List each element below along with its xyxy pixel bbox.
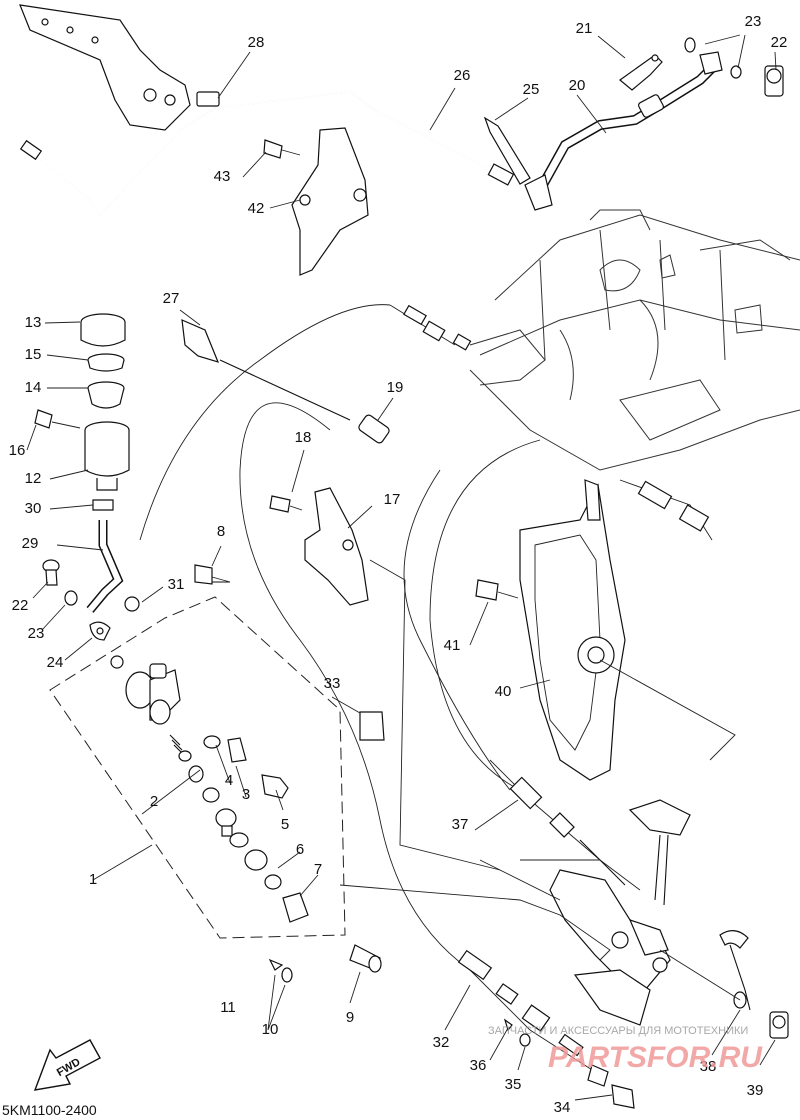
- label-7: 7: [314, 861, 322, 878]
- label-27: 27: [163, 290, 180, 307]
- label-3: 3: [242, 786, 250, 803]
- label-17: 17: [384, 491, 401, 508]
- label-22-second: 22: [12, 597, 29, 614]
- label-31: 31: [168, 576, 185, 593]
- left-fasteners: [42, 559, 140, 641]
- label-42: 42: [248, 200, 265, 217]
- label-19: 19: [387, 379, 404, 396]
- watermark-text: ЗАПЧАСТИ И АКСЕССУАРЫ ДЛЯ МОТОТЕХНИКИ: [488, 1025, 748, 1037]
- label-11: 11: [220, 999, 236, 1016]
- watermark-logo: PARTSFOR.RU: [548, 1041, 763, 1074]
- part-labels: 1 2 3 4 5 6 7 8 9 10 11 12 13 14 15 16 1…: [9, 13, 788, 1116]
- label-32: 32: [433, 1034, 450, 1051]
- label-20: 20: [569, 77, 586, 94]
- frame-illustration: [469, 209, 800, 471]
- label-12: 12: [25, 470, 42, 487]
- label-26: 26: [454, 67, 471, 84]
- label-16: 16: [9, 442, 26, 459]
- master-cylinder-assembly: [49, 564, 382, 983]
- label-37: 37: [452, 816, 469, 833]
- label-23: 23: [745, 13, 762, 30]
- leader-lines: [26, 34, 777, 1101]
- bracket-17: [269, 487, 501, 871]
- label-10: 10: [262, 1021, 279, 1038]
- label-22: 22: [771, 34, 788, 51]
- label-1: 1: [89, 871, 97, 888]
- label-2: 2: [150, 793, 158, 810]
- label-30: 30: [25, 500, 42, 517]
- label-4: 4: [225, 772, 233, 789]
- bracket-42: [263, 127, 369, 276]
- diagram-code: 5KM1100-2400: [2, 1102, 97, 1118]
- label-24: 24: [47, 654, 64, 671]
- label-40: 40: [495, 683, 512, 700]
- label-38: 38: [700, 1058, 717, 1075]
- label-29: 29: [22, 535, 39, 552]
- brake-pipe: [19, 91, 515, 217]
- watermark: ЗАПЧАСТИ И АКСЕССУАРЫ ДЛЯ МОТОТЕХНИКИ PA…: [488, 1025, 763, 1074]
- cables: [139, 304, 635, 1109]
- label-23-second: 23: [28, 625, 45, 642]
- brake-pedal-assembly: [339, 759, 789, 1039]
- label-18: 18: [295, 429, 312, 446]
- label-34: 34: [554, 1099, 571, 1116]
- fwd-arrow-icon: FWD: [33, 1039, 101, 1091]
- label-33: 33: [324, 675, 341, 692]
- reservoir-assembly: [34, 313, 130, 613]
- label-5: 5: [281, 816, 289, 833]
- label-43: 43: [214, 168, 231, 185]
- label-35: 35: [505, 1076, 522, 1093]
- top-left-frame-bracket: [19, 4, 220, 131]
- cover-40: [429, 439, 736, 791]
- label-6: 6: [296, 841, 304, 858]
- brake-hose: [483, 37, 784, 211]
- label-13: 13: [25, 314, 42, 331]
- label-14: 14: [25, 379, 42, 396]
- label-21: 21: [576, 20, 593, 37]
- label-9: 9: [346, 1009, 354, 1026]
- label-8: 8: [217, 523, 225, 540]
- label-41: 41: [444, 637, 461, 654]
- label-15: 15: [25, 346, 42, 363]
- label-25: 25: [523, 81, 540, 98]
- label-28: 28: [248, 34, 265, 51]
- label-36: 36: [470, 1057, 487, 1074]
- label-39: 39: [747, 1082, 764, 1099]
